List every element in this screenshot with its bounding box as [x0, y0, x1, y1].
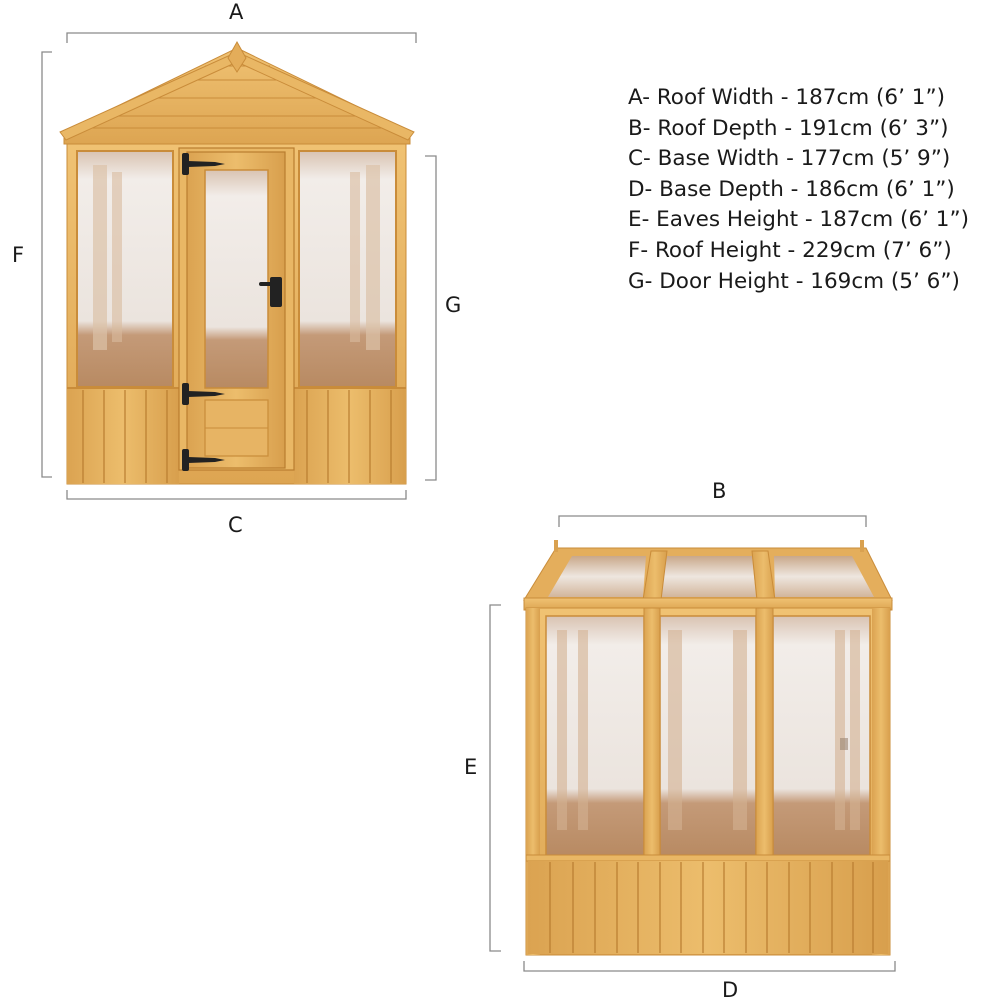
dimension-line-c: [66, 490, 407, 500]
hinge-icon: [182, 383, 225, 405]
side-view-greenhouse: [523, 540, 893, 956]
spec-eaves-height: E- Eaves Height - 187cm (6’ 1”): [628, 207, 969, 233]
hinge-icon: [182, 449, 225, 471]
dimension-label-d: D: [722, 978, 739, 1002]
spec-base-depth: D- Base Depth - 186cm (6’ 1”): [628, 176, 955, 202]
front-view-greenhouse: [59, 40, 415, 485]
hinge-icon: [182, 153, 225, 175]
dimension-line-b: [558, 515, 867, 527]
front-door: [186, 151, 286, 469]
spec-roof-width: A- Roof Width - 187cm (6’ 1”): [628, 85, 945, 110]
spec-door-height: G- Door Height - 169cm (5’ 6”): [628, 268, 960, 294]
dimension-line-a: [66, 32, 417, 43]
dimension-line-f: [41, 51, 52, 478]
dimension-label-b: B: [712, 479, 727, 503]
dimension-label-g: G: [445, 293, 462, 317]
spec-base-width: C- Base Width - 177cm (5’ 9”): [628, 146, 951, 172]
spec-roof-depth: B- Roof Depth - 191cm (6’ 3”): [628, 115, 949, 141]
specifications-list: A- Roof Width - 187cm (6’ 1”) B- Roof De…: [628, 83, 969, 297]
door-handle-icon: [259, 277, 282, 307]
dimension-line-e: [489, 604, 501, 952]
spec-roof-height: F- Roof Height - 229cm (7’ 6”): [628, 237, 952, 263]
dimension-label-c: C: [228, 513, 243, 537]
dimension-label-a: A: [229, 0, 244, 24]
dimension-label-e: E: [464, 755, 478, 779]
dimension-label-f: F: [12, 243, 25, 267]
dimension-line-d: [523, 961, 896, 972]
dimension-line-g: [425, 155, 437, 481]
